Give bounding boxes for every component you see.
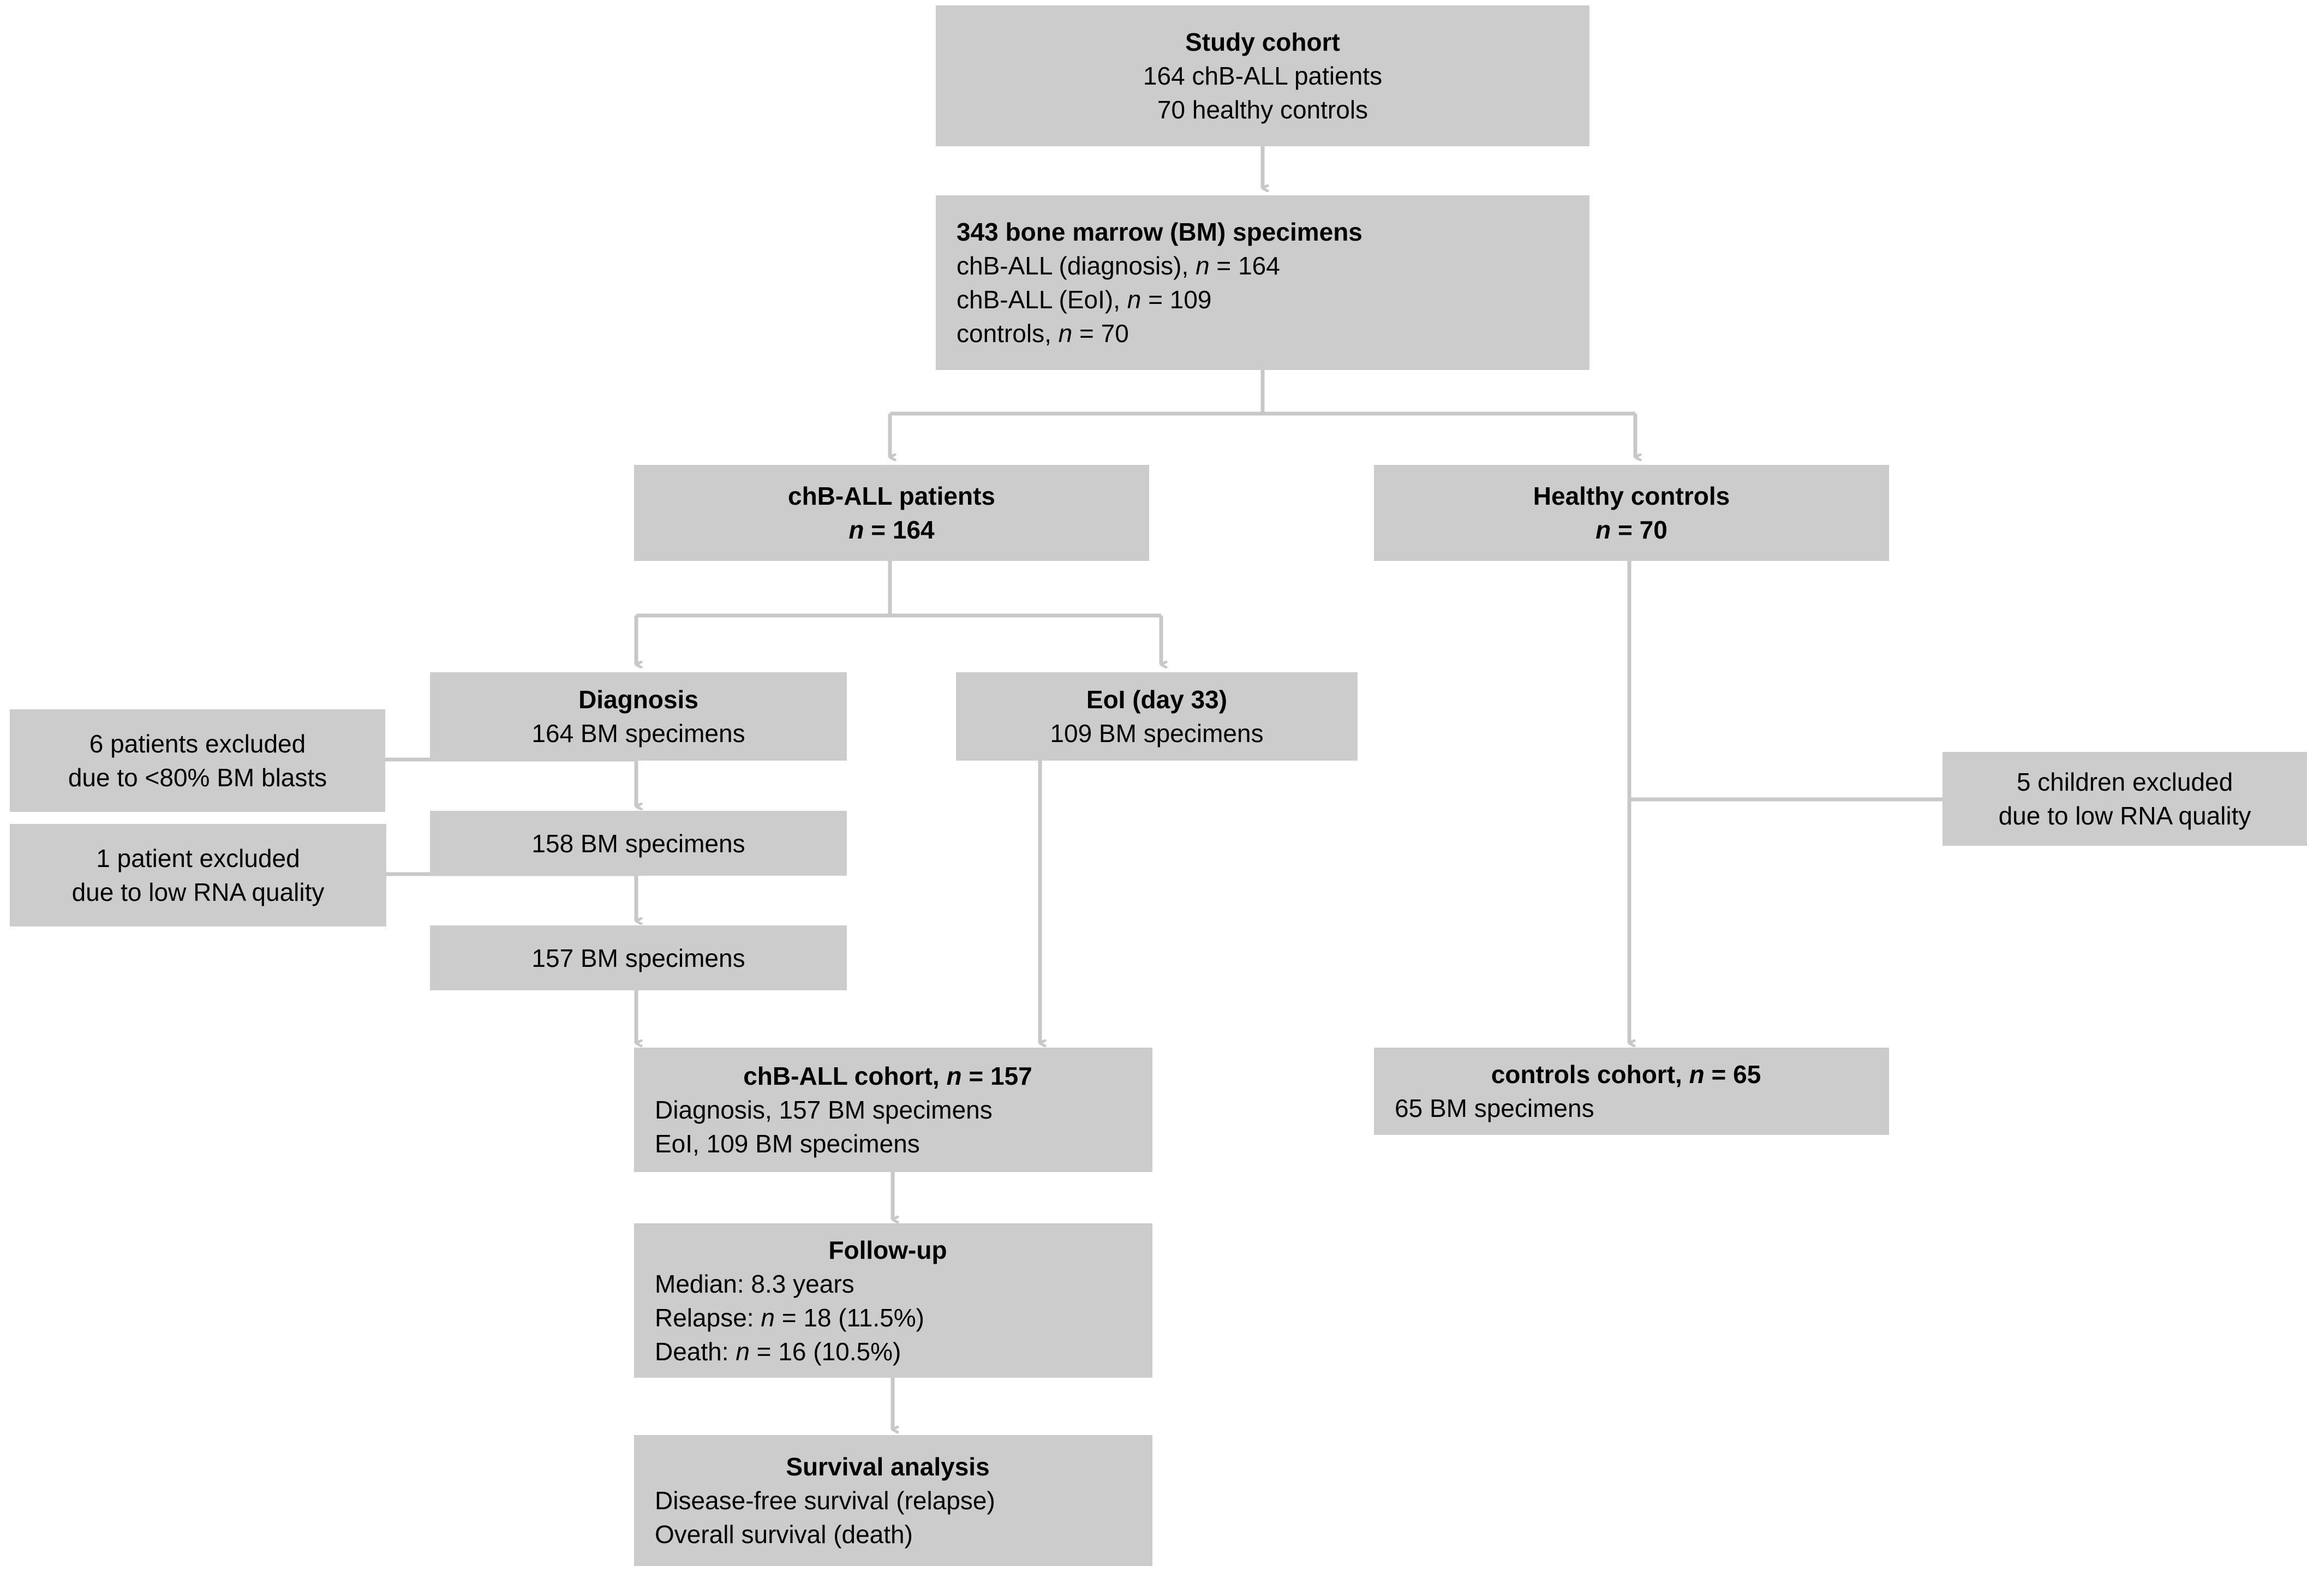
excluded-low-rna-patient-line2: due to low RNA quality <box>71 878 325 906</box>
specimens-158-box: 158 BM specimens <box>430 811 847 876</box>
diagnosis-box: Diagnosis 164 BM specimens <box>430 672 847 761</box>
follow-up-median: Median: 8.3 years <box>655 1269 854 1298</box>
excluded-low-rna-children-box: 5 children excluded due to low RNA quali… <box>1943 752 2307 846</box>
chb-all-cohort-title: chB-ALL cohort, n = 157 <box>743 1062 1032 1090</box>
survival-analysis-os: Overall survival (death) <box>655 1520 913 1549</box>
study-cohort-title: Study cohort <box>1185 28 1340 56</box>
bm-specimens-title: 343 bone marrow (BM) specimens <box>957 218 1362 246</box>
excluded-low-rna-children-line1: 5 children excluded <box>2016 768 2233 796</box>
excluded-low-blasts-box: 6 patients excluded due to <80% BM blast… <box>10 709 385 812</box>
specimens-158-text: 158 BM specimens <box>531 829 745 858</box>
eoi-box: EoI (day 33) 109 BM specimens <box>956 672 1358 761</box>
diagnosis-subtitle: 164 BM specimens <box>531 719 745 748</box>
eoi-title: EoI (day 33) <box>1086 685 1228 714</box>
excluded-low-rna-patient-line1: 1 patient excluded <box>96 844 300 872</box>
specimens-157-box: 157 BM specimens <box>430 925 847 990</box>
survival-analysis-title: Survival analysis <box>786 1452 990 1481</box>
follow-up-box: Follow-up Median: 8.3 years Relapse: n =… <box>634 1223 1152 1378</box>
study-cohort-controls: 70 healthy controls <box>1157 95 1368 124</box>
healthy-controls-title: Healthy controls <box>1533 482 1730 510</box>
chb-all-cohort-diagnosis: Diagnosis, 157 BM specimens <box>655 1096 993 1124</box>
eoi-subtitle: 109 BM specimens <box>1050 719 1264 748</box>
bm-specimens-eoi: chB-ALL (EoI), n = 109 <box>957 285 1212 314</box>
healthy-controls-n: n = 70 <box>1595 516 1667 544</box>
follow-up-relapse: Relapse: n = 18 (11.5%) <box>655 1303 924 1332</box>
chb-all-patients-box: chB-ALL patients n = 164 <box>634 465 1149 561</box>
controls-cohort-title: controls cohort, n = 65 <box>1491 1060 1761 1089</box>
controls-cohort-specimens: 65 BM specimens <box>1395 1094 1594 1122</box>
healthy-controls-box: Healthy controls n = 70 <box>1374 465 1889 561</box>
chb-all-patients-n: n = 164 <box>848 516 935 544</box>
bm-specimens-diagnosis: chB-ALL (diagnosis), n = 164 <box>957 252 1280 280</box>
excluded-low-blasts-line1: 6 patients excluded <box>89 730 306 758</box>
chb-all-patients-title: chB-ALL patients <box>788 482 995 510</box>
controls-cohort-box: controls cohort, n = 65 65 BM specimens <box>1374 1048 1889 1135</box>
study-cohort-box: Study cohort 164 chB-ALL patients 70 hea… <box>936 5 1589 146</box>
chb-all-cohort-box: chB-ALL cohort, n = 157 Diagnosis, 157 B… <box>634 1048 1152 1172</box>
survival-analysis-box: Survival analysis Disease-free survival … <box>634 1435 1152 1566</box>
follow-up-title: Follow-up <box>828 1235 947 1264</box>
follow-up-death: Death: n = 16 (10.5%) <box>655 1337 901 1366</box>
excluded-low-rna-children-line2: due to low RNA quality <box>1998 802 2251 830</box>
study-cohort-patients: 164 chB-ALL patients <box>1143 62 1383 90</box>
specimens-157-text: 157 BM specimens <box>531 943 745 972</box>
bm-specimens-controls: controls, n = 70 <box>957 319 1129 348</box>
chb-all-cohort-eoi: EoI, 109 BM specimens <box>655 1129 920 1158</box>
excluded-low-rna-patient-box: 1 patient excluded due to low RNA qualit… <box>10 824 386 926</box>
bm-specimens-box: 343 bone marrow (BM) specimens chB-ALL (… <box>936 195 1589 370</box>
diagnosis-title: Diagnosis <box>578 685 698 714</box>
excluded-low-blasts-line2: due to <80% BM blasts <box>68 763 327 792</box>
survival-analysis-dfs: Disease-free survival (relapse) <box>655 1486 995 1515</box>
